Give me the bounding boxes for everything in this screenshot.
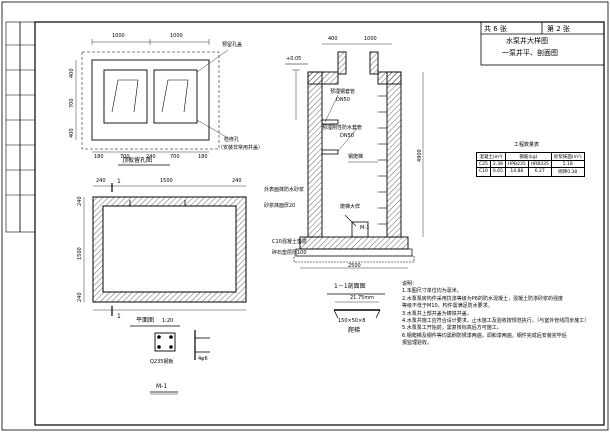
roof-dim-bottom-4: 700 — [170, 154, 180, 160]
title-underlines — [118, 164, 385, 327]
section-dim-top-2: 1000 — [364, 36, 377, 42]
roof-plan-title: 顶板留孔图 — [122, 157, 153, 164]
qty-header-concrete: 混凝土(m³) — [476, 151, 506, 162]
qty-cell: HRB335 — [527, 160, 552, 169]
m1-plate-label: Q235钢板 — [150, 359, 174, 365]
plan-dim-left-1: 240 — [77, 196, 83, 206]
roof-dim-left-3: 400 — [69, 128, 75, 138]
section-label-gravel: 碎石垫层厚100 — [272, 250, 307, 256]
ladder-dim: 21.75mm — [350, 295, 375, 301]
section-label-outer2: 砂浆抹面厚20 — [264, 203, 296, 209]
section-label-base: C10混凝土垫层 — [272, 239, 307, 245]
qty-cell: 2.38 — [489, 160, 506, 169]
qty-table: 混凝土(m³) 钢筋(kg) 砂浆抹面(m²) C25 2.38 HPB235 … — [476, 151, 585, 177]
qty-header-row: 混凝土(m³) 钢筋(kg) 砂浆抹面(m²) — [476, 151, 585, 162]
note-item: 等级不低于M10，构件需满足防水要求。 — [402, 303, 493, 310]
table-row: C25 2.38 HPB235 HRB335 5.18 — [476, 160, 585, 169]
qty-cell: 0.65 — [489, 167, 506, 177]
section-dim-right: 4900 — [417, 149, 423, 162]
drawing-title: 水泵井大样图 — [506, 37, 548, 45]
plan-section-mark-top: 1 — [117, 178, 121, 185]
plan-dim-top-3: 240 — [232, 178, 242, 184]
qty-cell: C10 — [476, 167, 491, 177]
note-item: 5.水泵泵工开始前，需复核标高后方可施工。 — [402, 325, 502, 332]
plan-view-title: 平面图 — [136, 317, 155, 324]
ladder-spec: 150×50×8 — [338, 318, 366, 324]
roof-dim-bottom-2: 700 — [120, 154, 130, 160]
qty-cell: C25 — [476, 160, 491, 169]
note-item: 6.钢爬梯及钢件等均需刷防锈漆两遍，调和漆两遍，钢件完成后安装完毕后 — [402, 332, 567, 339]
section-label-ladder2: 爬梯大样 — [340, 204, 361, 210]
section-label-flex-spec: DN50 — [340, 133, 354, 139]
ladder-detail-title: 爬梯 — [348, 327, 361, 334]
section-label-pipe: 预埋钢套管 — [330, 89, 356, 95]
note-item: 4.水泵井施工应符合设计要求，止水施工及验收按规范执行。（与室外管线同步施工） — [402, 318, 590, 325]
roof-label-right2: （安装非常用井盖） — [218, 145, 264, 151]
plan-dim-left-3: 240 — [77, 292, 83, 302]
section-view — [285, 43, 424, 269]
m1-dim: 4φ6 — [198, 356, 208, 362]
section-marker-m1: M-1 — [360, 225, 370, 231]
plan-scale: 1:20 — [162, 318, 174, 324]
qty-header-plaster: 砂浆抹面(m²) — [550, 151, 585, 162]
section-label-flex-pipe: 预埋刚性防水套管 — [322, 125, 363, 131]
sheet-count: 共 6 张 — [484, 25, 507, 33]
qty-cell: 6.27 — [527, 167, 552, 177]
plan-section-mark-bottom: 1 — [117, 313, 121, 320]
section-elevation-top: +0.05 — [286, 56, 302, 62]
roof-dim-top-1: 1000 — [112, 33, 125, 39]
roof-dim-left-2: 700 — [69, 98, 75, 108]
drawing-subtitle: 一泵井平、剖面图 — [502, 49, 558, 57]
binding-strip — [5, 21, 36, 233]
qty-cell: 砌砖0.38 — [550, 167, 585, 177]
note-item: 报监理验收。 — [402, 340, 433, 347]
section-view-title: 1－1剖面图 — [334, 283, 366, 290]
section-dim-top-1: 400 — [328, 36, 338, 42]
sheet-number: 第 2 张 — [547, 25, 570, 33]
qty-header-steel: 钢筋(kg) — [504, 151, 552, 162]
section-label-pipe-spec: DN50 — [336, 97, 350, 103]
qty-cell: HPB235 — [504, 160, 529, 169]
roof-dim-bottom-5: 180 — [198, 154, 208, 160]
title-block-frame — [480, 21, 605, 66]
roof-label-right: 检修孔 — [224, 137, 240, 143]
roof-dim-top-2: 1000 — [170, 33, 183, 39]
note-item: 2.水泵泵房构件采用抗渗等级为P6的防水混凝土，混凝土防渗砂浆的强度 — [402, 295, 563, 302]
section-label-ladder: 钢爬梯 — [348, 154, 364, 160]
qty-cell: 5.18 — [550, 160, 585, 169]
notes-block: 说明： 1.本图尺寸单位均为毫米。 2.水泵泵房构件采用抗渗等级为P6的防水混凝… — [402, 281, 602, 348]
section-dim-bottom: 2500 — [348, 263, 361, 269]
plan-dim-top-2: 1500 — [160, 178, 173, 184]
qty-cell: 14.88 — [504, 167, 529, 177]
plan-view — [83, 183, 247, 316]
table-row: C10 0.65 14.88 6.27 砌砖0.38 — [476, 167, 585, 177]
roof-label-top: 预留孔盖 — [222, 42, 243, 48]
roof-dim-bottom-1: 180 — [94, 154, 104, 160]
note-item: 1.本图尺寸单位均为毫米。 — [402, 288, 462, 295]
roof-dim-left-1: 400 — [69, 68, 75, 78]
section-label-outer: 外表面抹防水砂浆 — [264, 187, 305, 193]
roof-plan — [75, 39, 229, 153]
plan-dim-top-1: 240 — [96, 178, 106, 184]
m1-title: M-1 — [156, 383, 168, 390]
note-item: 3.水泵井上部井盖为铸铁井盖。 — [402, 310, 472, 317]
roof-dim-bottom-3: 240 — [146, 154, 156, 160]
notes-heading: 说明： — [402, 281, 418, 287]
ladder-detail — [333, 301, 381, 319]
m1-detail — [150, 330, 210, 395]
plan-dim-left-2: 1500 — [77, 247, 83, 260]
qty-table-title: 工程数量表 — [514, 142, 540, 148]
